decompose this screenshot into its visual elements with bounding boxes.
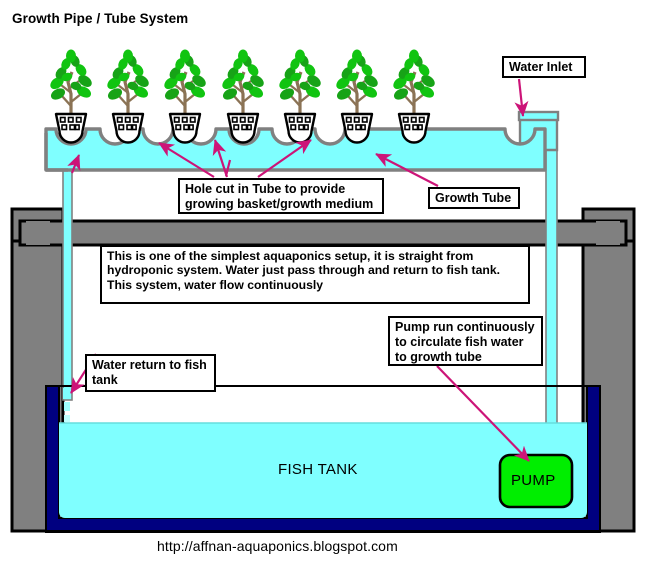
arrow-hole-2 — [212, 139, 229, 178]
pump — [498, 453, 574, 509]
callout-description: This is one of the simplest aquaponics s… — [100, 245, 530, 304]
callout-growth-tube-text: Growth Tube — [435, 191, 512, 205]
callout-hole-line1: Hole cut in Tube to provide — [185, 182, 346, 196]
callout-hole-line2: growing basket/growth medium — [185, 196, 374, 211]
description-line-2: hydroponic system. Water just pass throu… — [107, 263, 500, 278]
callout-water-return: Water return to fish tank — [85, 354, 216, 392]
arrow-water-inlet — [514, 78, 529, 117]
callout-growth-tube: Growth Tube — [428, 187, 520, 209]
arrow-growth-tube — [375, 153, 439, 187]
pump-note-line-1: Pump run continuously — [395, 320, 535, 334]
pump-note-line-3: to growth tube — [395, 349, 482, 364]
water-return-line-2: tank — [92, 372, 118, 387]
leader-hole — [224, 159, 232, 177]
fish-tank-label: FISH TANK — [278, 461, 358, 478]
callout-water-inlet: Water Inlet — [502, 56, 586, 78]
callout-hole-cut: Hole cut in Tube to provide growing bask… — [178, 178, 384, 214]
water-return-line-1: Water return to fish — [92, 358, 207, 372]
description-line-3: This system, water flow continuously — [107, 277, 324, 292]
support-frame — [10, 207, 636, 533]
arrow-pump-note — [436, 365, 530, 462]
callout-water-inlet-text: Water Inlet — [509, 60, 573, 74]
arrow-return-top — [67, 154, 81, 174]
arrow-hole-1 — [158, 142, 215, 178]
pump-label: PUMP — [511, 472, 556, 489]
page-title: Growth Pipe / Tube System — [12, 11, 189, 26]
pump-note-line-2: to circulate fish water — [395, 334, 524, 349]
callout-pump-note: Pump run continuously to circulate fish … — [388, 316, 543, 366]
footer-url: http://affnan-aquaponics.blogspot.com — [157, 538, 398, 554]
fish-tank — [45, 385, 601, 533]
arrow-hole-3 — [257, 139, 312, 178]
description-line-1: This is one of the simplest aquaponics s… — [107, 249, 474, 263]
